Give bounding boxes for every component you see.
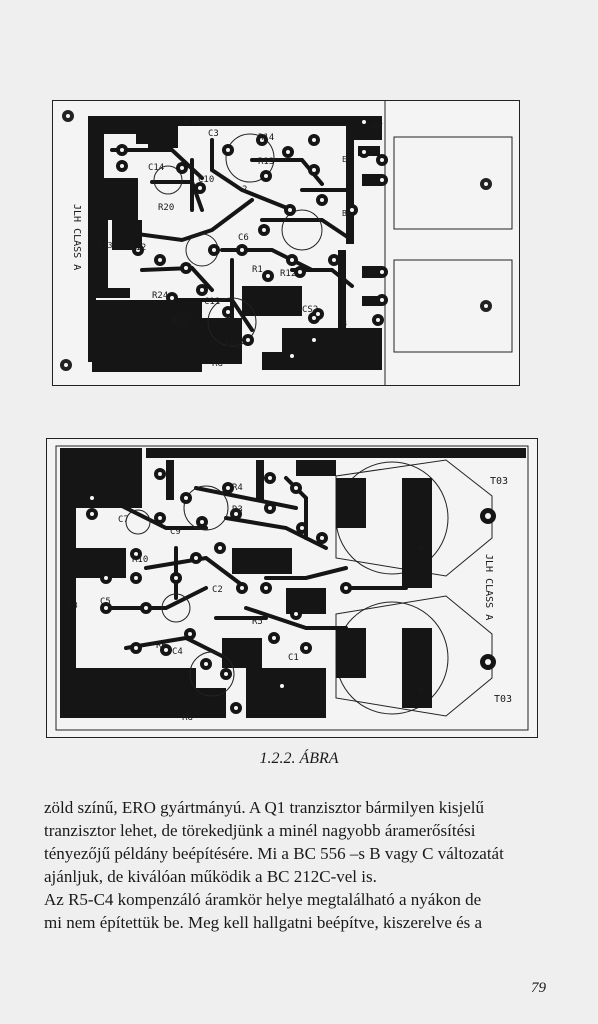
pcb-label: C4	[172, 647, 183, 657]
pcb-label: R3	[232, 505, 243, 515]
pcb-label: C7	[118, 515, 129, 525]
text-line: Az R5-C4 kompenzáló áramkör helye megtal…	[44, 890, 482, 909]
pcb-label: C11	[204, 297, 220, 307]
text-line: tényezőjű példány beépítésére. Mi a BC 5…	[44, 844, 504, 863]
text-line: tranzisztor lehet, de törekedjünk a miné…	[44, 821, 476, 840]
pcb-label: R24	[152, 291, 168, 301]
figure-caption: 1.2.2. ÁBRA	[259, 750, 339, 767]
pcb-layout-bottom: JLH CLASS A R4 R3 C7 C9 R10 C5 C8 C2 R5 …	[46, 438, 538, 738]
pcb-label: T03	[490, 476, 508, 487]
pcb-label: C3	[208, 129, 219, 139]
pcb-label: C1	[288, 653, 299, 663]
pcb-label: +UT	[370, 122, 383, 130]
pcb-label: 1	[224, 339, 229, 349]
pcb-top-drawing: JLH CLASS A R18 C3 R14 R13 C14 C10 R20 C…	[52, 100, 520, 386]
pcb-bottom-title: JLH CLASS A	[483, 554, 494, 620]
pcb-label: C8	[68, 601, 78, 610]
page-number: 79	[531, 980, 546, 996]
body-text: zöld színű, ERO gyártmányú. A Q1 tranzis…	[44, 796, 536, 934]
pcb-label: R13	[258, 157, 274, 167]
pcb-label: E	[342, 277, 347, 286]
pcb-label: B	[417, 545, 426, 550]
pcb-label: RG	[212, 359, 223, 369]
pcb-label: R18	[184, 117, 200, 127]
pcb-label: C2	[212, 585, 223, 595]
text-line: zöld színű, ERO gyártmányú. A Q1 tranzis…	[44, 798, 485, 817]
text-line: mi nem építettük be. Meg kell hallgatni …	[44, 913, 483, 932]
pcb-label: RG	[182, 713, 193, 723]
pcb-label: B	[417, 687, 426, 692]
pcb-label: R20	[158, 203, 174, 213]
pcb-label: 2	[242, 185, 247, 195]
pcb-label: R6	[156, 641, 167, 651]
text-line: ajánljuk, de kiválóan működik a BC 212C-…	[44, 867, 377, 886]
pcb-label: R5	[252, 617, 263, 627]
pcb-label: B	[342, 209, 347, 218]
pcb-label: C14	[148, 163, 164, 173]
pcb-label: T03	[494, 694, 512, 705]
pcb-top-title: JLH CLASS A	[71, 204, 82, 270]
pcb-label: C13	[98, 241, 113, 250]
pcb-label: CS2	[302, 305, 318, 315]
pcb-label: R12	[280, 269, 296, 279]
pcb-label: C6	[238, 233, 249, 243]
pcb-label: R14	[258, 133, 274, 143]
pcb-label: R11	[172, 317, 188, 327]
pcb-label: R4	[232, 483, 243, 493]
pcb-label: C5	[100, 597, 111, 607]
pcb-label: C10	[198, 175, 214, 185]
pcb-label: R1	[252, 265, 263, 275]
pcb-label: B	[342, 319, 347, 328]
pcb-label: R2	[230, 341, 241, 351]
pcb-label: C9	[170, 527, 181, 537]
pcb-label: E	[342, 155, 347, 164]
pcb-bottom-drawing: JLH CLASS A R4 R3 C7 C9 R10 C5 C8 C2 R5 …	[46, 438, 538, 738]
pcb-layout-top: JLH CLASS A R18 C3 R14 R13 C14 C10 R20 C…	[52, 100, 520, 386]
pcb-label: C12	[130, 243, 146, 253]
pcb-label: R10	[132, 555, 148, 565]
